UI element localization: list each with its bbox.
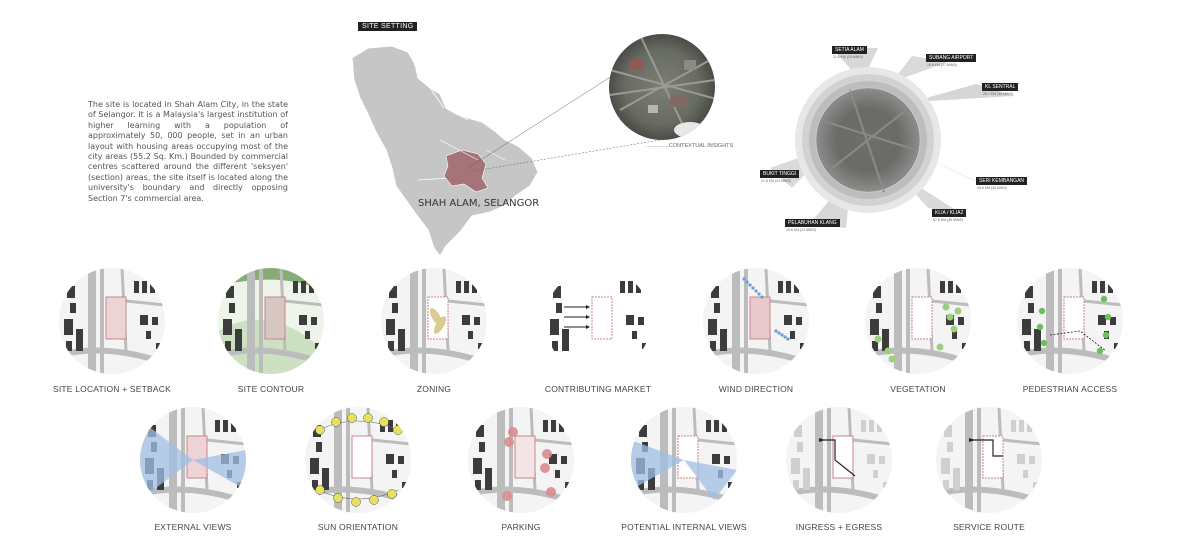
label-external-views: EXTERNAL VIEWS bbox=[154, 522, 232, 532]
destination-tag-klia: KLIA / KLIA2 bbox=[932, 209, 967, 217]
diagram-parking bbox=[468, 407, 574, 513]
contextual-caption: ...............CONTEXTUAL INSIGHTS bbox=[646, 143, 734, 149]
diagram-pedestrian-access bbox=[1017, 268, 1123, 374]
site-description: The site is located in Shah Alam City, i… bbox=[88, 100, 288, 203]
diagram-potential-internal-views bbox=[631, 407, 737, 513]
diagram-service-route bbox=[936, 407, 1042, 513]
destination-detail: 11.8 KM (15 MINS) bbox=[833, 55, 863, 59]
destination-detail: 25.8 KM (22 MINS) bbox=[786, 228, 816, 232]
diagram-contributing-market bbox=[545, 268, 651, 374]
diagram-ingress-egress bbox=[786, 407, 892, 513]
destination-detail: 19.5 KM (27 MINS) bbox=[927, 63, 957, 67]
destination-tag-kl-sentral: KL SENTRAL bbox=[982, 83, 1019, 91]
diagram-sun-orientation bbox=[305, 407, 411, 513]
destination-detail: 28.7 KM (34 MINS) bbox=[983, 92, 1013, 96]
diagram-site-location-setback bbox=[59, 268, 165, 374]
destination-tag-subang-airport: SUBANG AIRPORT bbox=[926, 54, 977, 62]
label-contributing-market: CONTRIBUTING MARKET bbox=[544, 384, 652, 394]
diagram-vegetation bbox=[865, 268, 971, 374]
destination-tag-bukit-tinggi: BUKIT TINGGI bbox=[760, 170, 800, 178]
label-wind-direction: WIND DIRECTION bbox=[718, 384, 794, 394]
diagram-wind-direction bbox=[703, 268, 809, 374]
map-caption: SHAH ALAM, SELANGOR bbox=[418, 198, 540, 209]
label-parking: PARKING bbox=[501, 522, 541, 532]
label-sun-orientation: SUN ORIENTATION bbox=[317, 522, 399, 532]
diagram-zoning bbox=[381, 268, 487, 374]
label-pedestrian-access: PEDESTRIAN ACCESS bbox=[1022, 384, 1118, 394]
diagram-external-views bbox=[140, 407, 246, 513]
label-potential-internal-views: POTENTIAL INTERNAL VIEWS bbox=[621, 522, 747, 532]
destination-tag-setia-alam: SETIA ALAM bbox=[832, 46, 867, 54]
label-service-route: SERVICE ROUTE bbox=[953, 522, 1025, 532]
destination-detail: 21.5 KM (21 MINS) bbox=[761, 179, 791, 183]
destination-tag-pelabuhan-klang: PELABUHAN KLANG bbox=[785, 219, 840, 227]
label-site-contour: SITE CONTOUR bbox=[237, 384, 305, 394]
destination-tag-seri-kembangan: SERI KEMBANGAN bbox=[976, 177, 1028, 185]
selangor-state-map bbox=[351, 45, 661, 257]
label-site-location-setback: SITE LOCATION + SETBACK bbox=[52, 384, 172, 394]
site-setting-label: SITE SETTING bbox=[358, 22, 418, 31]
label-vegetation: VEGETATION bbox=[890, 384, 946, 394]
accessibility-hub bbox=[770, 48, 1014, 228]
label-zoning: ZONING bbox=[416, 384, 452, 394]
destination-detail: 57.8 KM (45 MINS) bbox=[933, 218, 963, 222]
label-ingress-egress: INGRESS + EGRESS bbox=[795, 522, 883, 532]
diagram-site-contour bbox=[218, 268, 324, 374]
destination-detail: 39.6 KM (33 MINS) bbox=[977, 186, 1007, 190]
shah-alam-highlight bbox=[443, 149, 489, 193]
